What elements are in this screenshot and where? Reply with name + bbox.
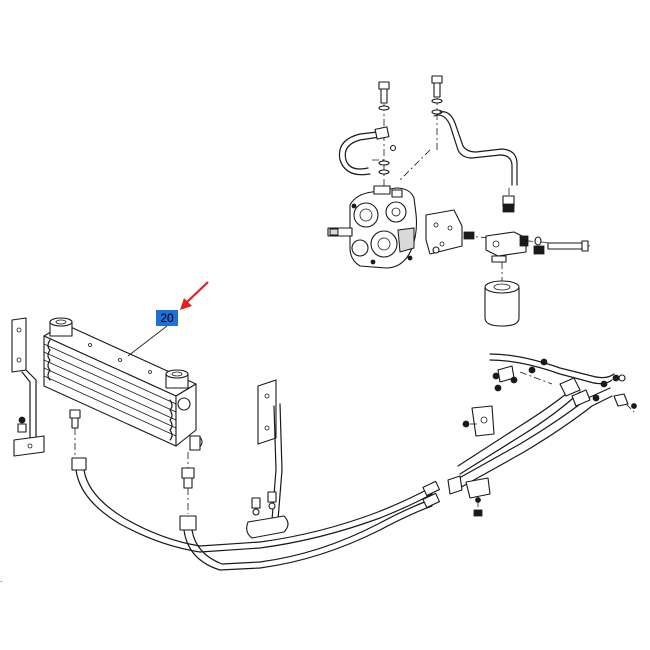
cooler-hoses [71, 457, 441, 571]
rigid-pipes-right [447, 353, 637, 517]
edge-mark: . [0, 574, 3, 584]
oil-cooler [43, 317, 203, 451]
banjo-bolt-right [399, 75, 443, 181]
cooler-bracket-left [11, 317, 45, 457]
steering-pump-assembly [327, 75, 591, 327]
banjo-bolt-left [378, 81, 390, 190]
hose-bracket-middle [246, 379, 289, 539]
callout-label-20[interactable]: 20 [156, 310, 178, 326]
callout-arrow [127, 281, 209, 357]
filter-head [463, 231, 591, 263]
cooler-fittings [69, 409, 195, 514]
pump-body [327, 185, 418, 269]
pump-bracket [425, 209, 463, 255]
oil-filter-canister [484, 262, 520, 327]
